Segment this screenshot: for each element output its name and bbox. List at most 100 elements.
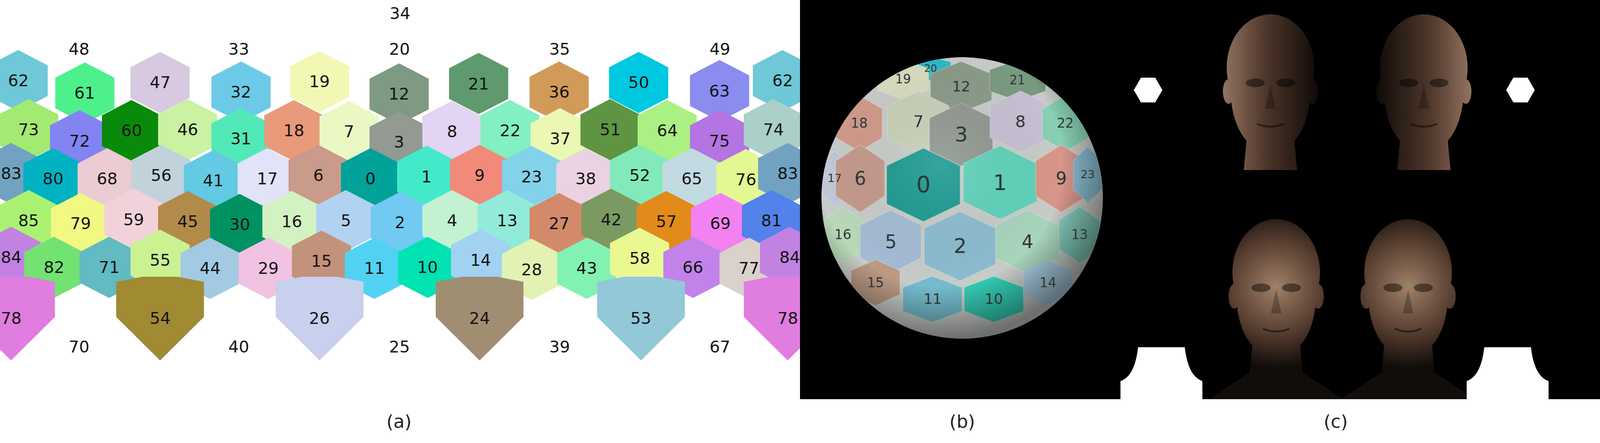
panel-label: (c) xyxy=(1323,412,1349,431)
cell-number: 58 xyxy=(629,250,651,267)
sphere-shading xyxy=(821,57,1103,339)
cell-number: 16 xyxy=(281,213,303,230)
cell-number: 21 xyxy=(1009,74,1026,87)
cell-number: 25 xyxy=(389,338,410,355)
cell-number: 47 xyxy=(150,74,171,91)
map-cell: 78 xyxy=(0,276,56,361)
cell-number: 52 xyxy=(629,167,651,184)
cell-number: 85 xyxy=(18,212,40,229)
cell-number: 19 xyxy=(895,73,911,86)
cell-number: 19 xyxy=(309,73,330,90)
cell-number: 61 xyxy=(74,84,96,101)
cell-number: 20 xyxy=(924,63,938,74)
cell-number: 23 xyxy=(1080,169,1095,181)
cell-number: 45 xyxy=(177,213,199,230)
cell-number: 79 xyxy=(70,215,91,232)
map-cell: 40 xyxy=(158,293,320,400)
cell-number: 57 xyxy=(655,213,677,230)
cell-number: 63 xyxy=(709,82,730,100)
cell-number: 81 xyxy=(760,212,782,229)
cell-number: 40 xyxy=(228,338,250,355)
cell-number: 22 xyxy=(500,122,521,139)
panel-label: (b) xyxy=(949,412,976,431)
cell-number: 30 xyxy=(229,216,251,233)
cell-number: 43 xyxy=(576,260,598,277)
cell-number: 54 xyxy=(150,310,171,327)
cell-number: 7 xyxy=(343,123,355,140)
cell-number: 15 xyxy=(310,252,332,270)
cell-number: 13 xyxy=(1070,228,1088,242)
map-cell: 53 xyxy=(597,276,685,361)
cell-number: 74 xyxy=(762,121,784,138)
cell-number: 50 xyxy=(628,74,650,91)
cell-number: 72 xyxy=(69,132,90,150)
cell-number: 6 xyxy=(313,167,324,184)
cell-number: 71 xyxy=(98,259,120,276)
cell-number: 76 xyxy=(735,171,757,188)
cell-number: 39 xyxy=(549,338,571,355)
cell-number: 70 xyxy=(68,338,90,355)
cell-number: 69 xyxy=(710,215,731,232)
cell-number: 2 xyxy=(394,214,406,231)
cell-number: 14 xyxy=(470,251,491,269)
cell-number: 20 xyxy=(389,40,410,58)
cell-number: 5 xyxy=(340,212,352,229)
cell-number: 11 xyxy=(923,291,942,307)
cell-number: 82 xyxy=(43,259,65,276)
cell-number: 78 xyxy=(0,310,22,327)
cell-number: 53 xyxy=(630,310,652,327)
cell-number: 62 xyxy=(772,72,794,89)
map-cell: 67 xyxy=(640,293,800,400)
cell-number: 41 xyxy=(202,172,224,189)
cell-number: 66 xyxy=(682,259,704,276)
cell-number: 77 xyxy=(738,260,760,277)
cell-number: 84 xyxy=(0,249,22,266)
cell-number: 28 xyxy=(521,261,543,278)
cell-number: 0 xyxy=(365,170,376,187)
map-panel: 3448332035496261473219122136506362737260… xyxy=(0,0,800,400)
cell-number: 21 xyxy=(468,75,490,92)
cell-number: 83 xyxy=(0,165,22,182)
cell-number: 17 xyxy=(827,172,842,185)
cell-number: 27 xyxy=(548,215,570,232)
cell-number: 62 xyxy=(8,72,30,89)
cell-number: 23 xyxy=(521,168,543,185)
cell-number: 18 xyxy=(850,116,868,130)
cell-number: 12 xyxy=(388,85,410,102)
cell-number: 46 xyxy=(177,121,199,138)
cell-number: 51 xyxy=(600,121,621,138)
map-cell: 54 xyxy=(116,276,204,361)
map-cell: 34 xyxy=(0,0,800,27)
cell-number: 5 xyxy=(884,232,897,252)
cell-number: 14 xyxy=(1039,276,1057,290)
panel-label: (a) xyxy=(386,412,412,431)
cell-number: 37 xyxy=(550,130,571,147)
cell-number: 16 xyxy=(834,228,851,242)
cell-number: 9 xyxy=(474,167,485,184)
cell-number: 35 xyxy=(549,40,571,58)
cell-number: 60 xyxy=(121,122,143,139)
cell-number: 32 xyxy=(230,83,252,100)
cell-number: 6 xyxy=(854,169,867,189)
cell-number: 22 xyxy=(1056,116,1074,130)
cell-number: 33 xyxy=(228,40,250,58)
cell-number: 56 xyxy=(150,167,172,184)
cell-number: 42 xyxy=(600,211,622,228)
cell-number: 59 xyxy=(123,211,145,228)
map-cell: 25 xyxy=(319,293,480,400)
cell-number: 84 xyxy=(779,249,800,266)
cell-number: 55 xyxy=(150,251,171,269)
cell-number: 10 xyxy=(984,291,1003,307)
cell-number: 67 xyxy=(709,338,731,355)
cell-number: 4 xyxy=(446,212,458,229)
cell-number: 7 xyxy=(913,113,924,130)
cell-number: 48 xyxy=(68,40,90,58)
cell-number: 38 xyxy=(575,170,597,187)
cell-number: 17 xyxy=(257,170,279,187)
cell-number: 80 xyxy=(42,170,64,187)
cell-number: 8 xyxy=(1015,113,1026,130)
map-cell: 26 xyxy=(275,276,364,361)
cell-number: 31 xyxy=(230,130,252,147)
map-cell: 70 xyxy=(0,293,159,400)
cell-number: 65 xyxy=(681,170,703,187)
